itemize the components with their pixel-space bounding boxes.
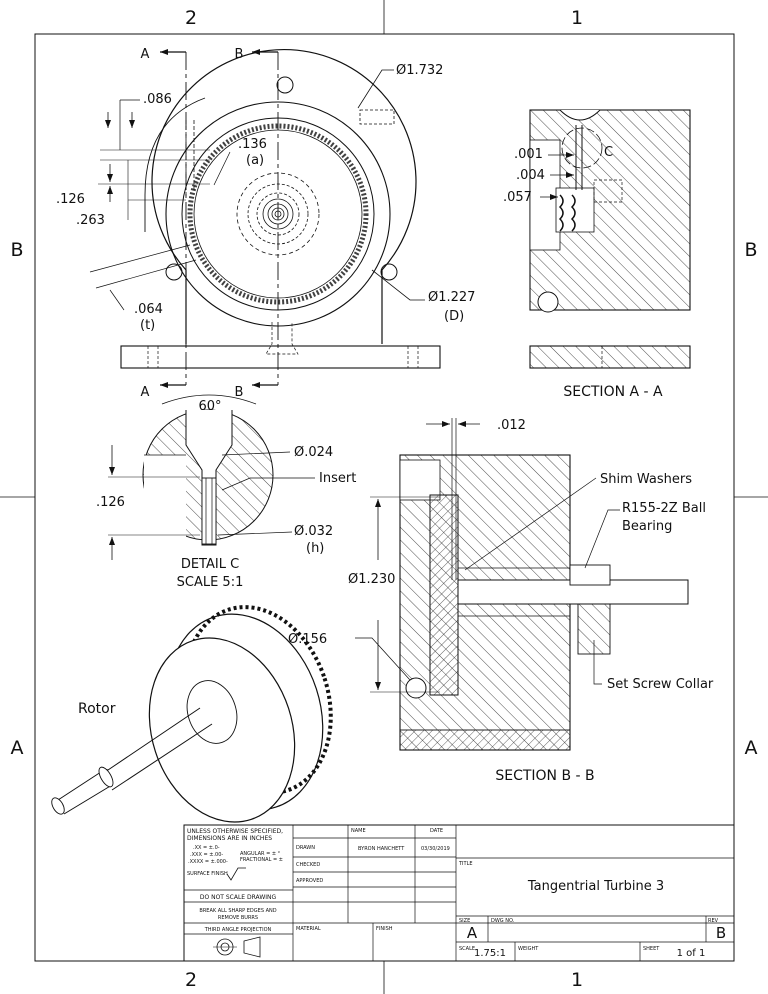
dim-outer-dia: Ø1.732 <box>396 63 443 78</box>
front-view: A B A B Ø1.732 .086 .136 (a) .126 .263 .… <box>56 47 475 400</box>
dim-136: .136 <box>238 137 267 152</box>
zone-bottom-1: 1 <box>571 969 583 991</box>
tb-tol-3: .XXXX = ±.000- <box>188 859 228 865</box>
dim-057: .057 <box>503 190 532 205</box>
section-bb-bearing-2: Bearing <box>622 519 672 534</box>
dim-rotor-dia: Ø1.227 <box>428 290 475 305</box>
iso-rotor: Rotor <box>51 605 333 823</box>
section-bb-shim: Shim Washers <box>600 472 692 487</box>
tb-weight-label: WEIGHT <box>518 946 539 952</box>
section-bb-dia156: Ø.156 <box>288 632 327 647</box>
tb-scale: 1.75:1 <box>474 948 506 959</box>
tb-size: A <box>467 924 478 942</box>
surface-finish-icon <box>226 867 246 881</box>
tb-tol-2: .XXX = ±.00- <box>190 852 223 858</box>
tb-col-date: DATE <box>430 828 443 834</box>
tb-finish: FINISH <box>376 926 393 932</box>
tb-drawn-name: BYRON HANCHETT <box>358 846 405 852</box>
dim-004: .004 <box>516 168 545 183</box>
zone-top-2: 2 <box>185 7 197 29</box>
tb-drawn-date: 03/30/2019 <box>421 846 450 852</box>
detail-c-callout: C <box>604 145 613 160</box>
tb-approved: APPROVED <box>296 878 323 884</box>
tb-tol-1: .XX = ±.0- <box>193 845 220 851</box>
cut-a-top: A <box>141 47 150 62</box>
dim-001: .001 <box>514 147 543 162</box>
iso-rotor-label: Rotor <box>78 701 116 717</box>
tb-break-2: REMOVE BURRS <box>218 915 258 921</box>
tb-notes-1: UNLESS OTHERWISE SPECIFIED, <box>187 828 283 835</box>
zone-left-b: B <box>10 239 23 261</box>
cut-b-bottom: B <box>235 385 244 400</box>
tb-size-label: SIZE <box>459 918 470 924</box>
tb-surface: SURFACE FINISH <box>187 871 228 877</box>
tb-checked: CHECKED <box>296 862 320 868</box>
tb-title: Tangentrial Turbine 3 <box>527 879 664 894</box>
section-bb-bearing-1: R155-2Z Ball <box>622 501 706 516</box>
detail-c-dia032: Ø.032 <box>294 524 333 539</box>
detail-c-dia024: Ø.024 <box>294 445 333 460</box>
detail-c-angle: 60° <box>198 399 221 414</box>
tb-ang-2: FRACTIONAL = ± <box>240 857 283 863</box>
tb-sheet: 1 of 1 <box>677 948 706 959</box>
detail-c-d126: .126 <box>96 495 125 510</box>
tb-projection: THIRD ANGLE PROJECTION <box>204 927 272 933</box>
zone-bottom-2: 2 <box>185 969 197 991</box>
tb-dwg-label: DWG NO. <box>491 918 515 924</box>
tb-rev-label: REV <box>708 918 719 924</box>
tb-material: MATERIAL <box>296 926 321 932</box>
tb-rev: B <box>716 924 726 942</box>
dim-064-note: (t) <box>140 318 155 333</box>
third-angle-projection-icon <box>213 936 261 958</box>
tb-notes-2: DIMENSIONS ARE IN INCHES <box>187 835 272 842</box>
section-aa: .001 .004 .057 C SECTION A - A <box>503 109 691 400</box>
detail-c: 60° Ø.024 Insert .126 Ø.032 (h) DETAIL C… <box>96 394 356 590</box>
zone-top-1: 1 <box>571 7 583 29</box>
dim-rotor-dia-note: (D) <box>444 309 464 324</box>
zone-right-b: B <box>744 239 757 261</box>
title-block: UNLESS OTHERWISE SPECIFIED, DIMENSIONS A… <box>183 824 735 962</box>
detail-c-dia032-note: (h) <box>306 541 324 556</box>
tb-scale-label: SCALE <box>459 946 475 952</box>
tb-sheet-label: SHEET <box>643 946 660 952</box>
tb-drawn: DRAWN <box>296 845 315 851</box>
cut-a-bottom: A <box>141 385 150 400</box>
section-bb-gap: .012 <box>497 418 526 433</box>
section-aa-title: SECTION A - A <box>563 384 663 400</box>
section-bb-dia1230: Ø1.230 <box>348 572 395 587</box>
tb-col-name: NAME <box>351 828 366 834</box>
detail-c-scale: SCALE 5:1 <box>177 575 244 590</box>
dim-263: .263 <box>76 213 105 228</box>
dim-126: .126 <box>56 192 85 207</box>
section-bb-title: SECTION B - B <box>495 768 594 784</box>
tb-break-1: BREAK ALL SHARP EDGES AND <box>199 908 276 914</box>
zone-right-a: A <box>745 737 758 759</box>
tb-title-label: TITLE <box>458 861 473 867</box>
dim-086: .086 <box>143 92 172 107</box>
dim-064: .064 <box>134 302 163 317</box>
detail-c-title: DETAIL C <box>181 557 239 572</box>
cut-b-top: B <box>235 47 244 62</box>
dim-136-note: (a) <box>246 153 264 168</box>
zone-left-a: A <box>11 737 24 759</box>
tb-no-scale: DO NOT SCALE DRAWING <box>200 894 277 901</box>
detail-c-insert: Insert <box>319 471 356 486</box>
section-bb-collar: Set Screw Collar <box>607 677 714 692</box>
section-bb: .012 Ø1.230 Ø.156 Shim Washers R155-2Z B… <box>288 418 714 784</box>
tb-ang-1: ANGULAR = ± ° <box>240 851 281 857</box>
